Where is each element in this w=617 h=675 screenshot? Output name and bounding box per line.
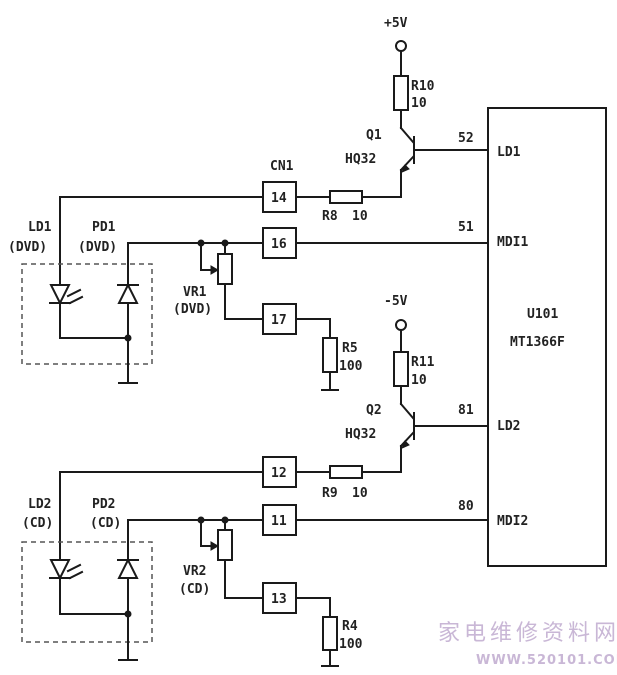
resistor-r10 bbox=[393, 75, 409, 111]
pickup-dvd-enclosure bbox=[21, 263, 153, 365]
cn1-pin-12-label: 12 bbox=[271, 466, 287, 481]
q2-part: HQ32 bbox=[345, 427, 376, 442]
q2-ref: Q2 bbox=[366, 403, 382, 418]
cn1-pin-14 bbox=[262, 181, 297, 213]
ic-pin-ld1-name: LD1 bbox=[497, 145, 521, 160]
ic-pin-ld1-number: 52 bbox=[458, 131, 474, 146]
pd1-ref: PD1 bbox=[92, 220, 116, 235]
laser-diode-ld1 bbox=[49, 284, 84, 339]
ld2-ref: LD2 bbox=[28, 497, 51, 512]
watermark-cn: 家电维修资料网 bbox=[438, 621, 617, 646]
transistor-q2 bbox=[399, 412, 489, 449]
ld1-mode: (DVD) bbox=[8, 240, 47, 255]
vr1-mode: (DVD) bbox=[173, 302, 212, 317]
pd1-mode: (DVD) bbox=[78, 240, 117, 255]
trimmer-vr2 bbox=[200, 519, 233, 599]
pickup-cd-enclosure bbox=[21, 541, 153, 643]
ic-pin-ld2-name: LD2 bbox=[497, 419, 520, 434]
ic-pin-mdi1-name: MDI1 bbox=[497, 235, 528, 250]
cn1-pin-12 bbox=[262, 456, 297, 488]
cn1-pin-11-label: 11 bbox=[271, 514, 287, 529]
ic-u101-part: MT1366F bbox=[510, 335, 565, 350]
cn1-pin-14-label: 14 bbox=[271, 191, 287, 206]
vr2-ref: VR2 bbox=[183, 564, 206, 579]
ic-u101-ref: U101 bbox=[527, 307, 558, 322]
q1-part: HQ32 bbox=[345, 152, 376, 167]
pd2-ref: PD2 bbox=[92, 497, 115, 512]
r4-ref: R4 bbox=[342, 619, 358, 634]
pd2-mode: (CD) bbox=[90, 516, 121, 531]
r11-value: 10 bbox=[411, 373, 427, 388]
ic-pin-ld2-number: 81 bbox=[458, 403, 474, 418]
ic-pin-mdi2-name: MDI2 bbox=[497, 514, 528, 529]
vr1-ref: VR1 bbox=[183, 285, 207, 300]
resistor-r5 bbox=[322, 337, 338, 373]
cn1-pin-17-label: 17 bbox=[271, 313, 287, 328]
supply-plus5v-label: +5V bbox=[384, 16, 408, 31]
resistor-r9 bbox=[329, 465, 363, 479]
ld1-ref: LD1 bbox=[28, 220, 52, 235]
r4-value: 100 bbox=[339, 637, 363, 652]
r9-ref: R9 bbox=[322, 486, 338, 501]
transistor-q1 bbox=[399, 136, 489, 173]
r8-ref: R8 bbox=[322, 209, 338, 224]
r9-value: 10 bbox=[352, 486, 368, 501]
r10-ref: R10 bbox=[411, 79, 435, 94]
ic-u101-body bbox=[487, 107, 607, 567]
watermark-url: WWW.520101.COM bbox=[476, 653, 617, 668]
r11-ref: R11 bbox=[411, 355, 435, 370]
resistor-r8 bbox=[329, 190, 363, 204]
r5-ref: R5 bbox=[342, 341, 358, 356]
r8-value: 10 bbox=[352, 209, 368, 224]
ic-pin-mdi2-number: 80 bbox=[458, 499, 474, 514]
r5-value: 100 bbox=[339, 359, 363, 374]
r10-value: 10 bbox=[411, 96, 427, 111]
connector-cn1-ref: CN1 bbox=[270, 159, 294, 174]
cn1-pin-13-label: 13 bbox=[271, 592, 287, 607]
supply-minus5v-terminal bbox=[395, 319, 407, 331]
ic-pin-mdi1-number: 51 bbox=[458, 220, 474, 235]
laser-diode-ld2 bbox=[49, 559, 84, 615]
resistor-r11 bbox=[393, 351, 409, 387]
photodiode-pd1 bbox=[117, 282, 139, 339]
ld2-mode: (CD) bbox=[22, 516, 53, 531]
vr2-mode: (CD) bbox=[179, 582, 210, 597]
q1-ref: Q1 bbox=[366, 128, 382, 143]
cn1-pin-17 bbox=[262, 303, 297, 335]
supply-minus5v-label: -5V bbox=[384, 294, 408, 309]
cn1-pin-16-label: 16 bbox=[271, 237, 287, 252]
trimmer-vr1 bbox=[200, 242, 233, 320]
photodiode-pd2 bbox=[117, 557, 139, 615]
supply-plus5v-terminal bbox=[395, 40, 407, 52]
resistor-r4 bbox=[322, 616, 338, 651]
